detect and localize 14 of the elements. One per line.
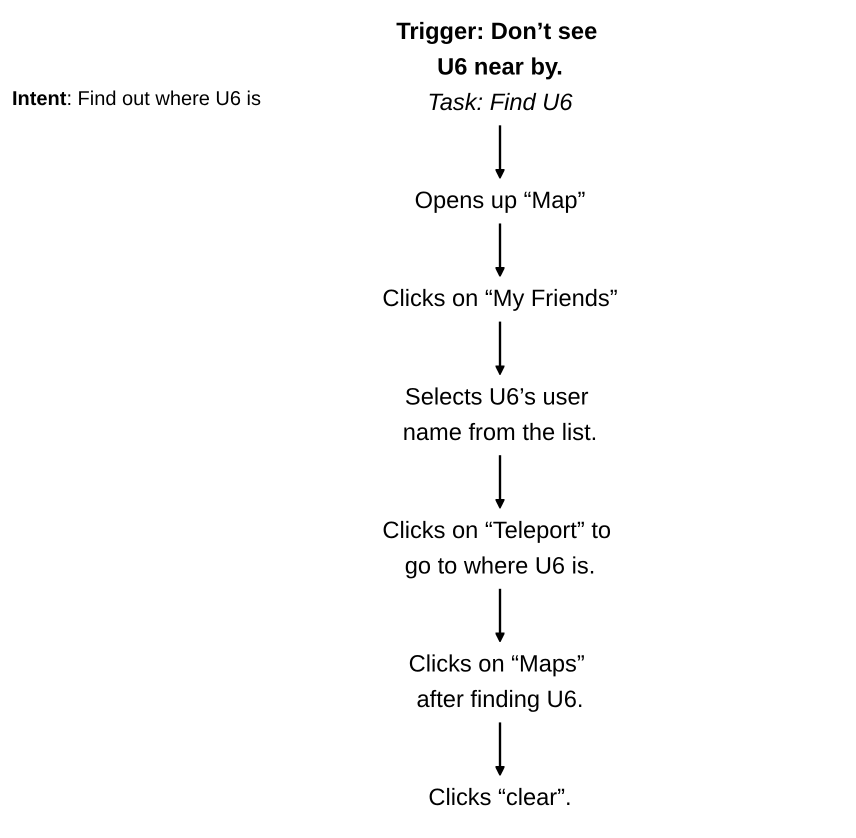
intent-note: Intent: Find out where U6 is (12, 88, 261, 111)
node-text: Clicks on “Maps” after finding U6. (408, 651, 585, 713)
node-text: Opens up “Map” (414, 188, 586, 214)
arrow (494, 455, 506, 509)
arrow (494, 322, 506, 376)
arrow (494, 223, 506, 278)
node-text: Clicks on “Teleport” to go to where U6 is. (382, 518, 612, 580)
arrow (494, 588, 506, 642)
node-text: Trigger: Don’t see U6 near by. Task: Find U6 (396, 18, 598, 116)
node-text: Clicks “clear”. (428, 785, 572, 812)
node-text: Clicks on “My Friends” (382, 286, 618, 312)
node-text: Selects U6’s user name from the list. (402, 384, 598, 446)
arrow (494, 125, 506, 179)
arrow (494, 722, 506, 776)
